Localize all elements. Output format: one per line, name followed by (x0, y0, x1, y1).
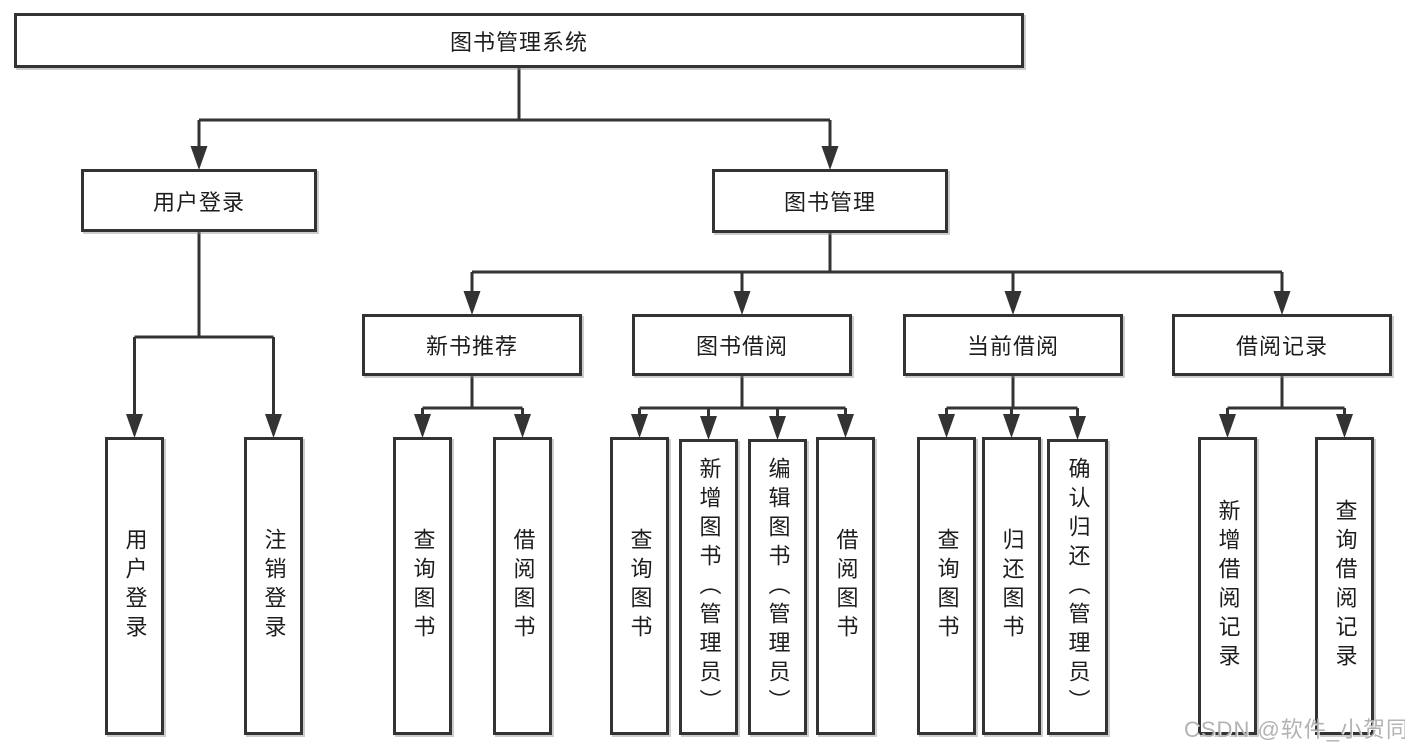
arrowhead-icon (1273, 291, 1291, 315)
arrowhead-icon (1003, 414, 1020, 438)
arrowhead-icon (700, 416, 717, 440)
arrowhead-icon (414, 414, 431, 438)
arrowhead-icon (1004, 291, 1022, 315)
arrowhead-icon (463, 291, 481, 315)
arrowhead-icon (837, 414, 854, 438)
arrowhead-icon (769, 416, 786, 440)
arrowhead-icon (126, 414, 143, 438)
arrowhead-icon (514, 414, 531, 438)
arrowhead-icon (1069, 416, 1086, 440)
arrowhead-icon (1219, 414, 1236, 438)
edge-path (133, 68, 1346, 418)
arrowhead-icon (631, 414, 648, 438)
arrowhead-icon (938, 414, 955, 438)
arrowhead-icon (190, 146, 208, 170)
arrowhead-icon (1336, 414, 1353, 438)
arrowhead-icon (265, 414, 282, 438)
arrowhead-icon (733, 291, 751, 315)
watermark: CSDN @软件_小贺同学 (1184, 717, 1405, 742)
arrowhead-icon (821, 146, 839, 170)
